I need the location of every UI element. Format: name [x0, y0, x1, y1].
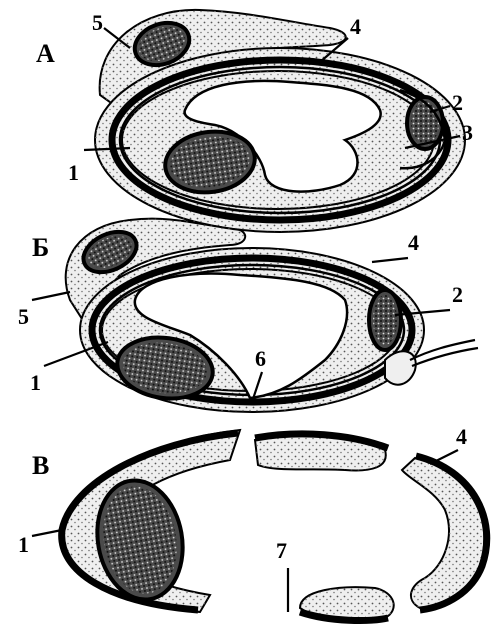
panel-c-letter: В — [32, 451, 49, 480]
panel-c-callout-4: 4 — [456, 424, 467, 449]
panel-b-callout-2: 2 — [452, 282, 463, 307]
panel-a: А 5 4 2 3 1 — [36, 10, 473, 232]
panel-b-callout-6: 6 — [255, 346, 266, 371]
panel-b-callout-4: 4 — [408, 230, 419, 255]
panel-b-callout-5: 5 — [18, 304, 29, 329]
panel-a-letter: А — [36, 39, 55, 68]
panel-a-callout-1: 1 — [68, 160, 79, 185]
panel-c-callout-7: 7 — [276, 538, 287, 563]
panel-c: В 4 1 7 — [18, 424, 487, 620]
panel-a-callout-5: 5 — [92, 10, 103, 35]
panel-a-callout-2: 2 — [452, 90, 463, 115]
panel-a-callout-3: 3 — [462, 120, 473, 145]
panel-b: Б 4 2 5 6 1 — [18, 219, 478, 412]
panel-a-callout-4: 4 — [350, 14, 361, 39]
panel-b-letter: Б — [32, 233, 49, 262]
panel-b-callout-1: 1 — [30, 370, 41, 395]
panel-c-callout-1: 1 — [18, 532, 29, 557]
